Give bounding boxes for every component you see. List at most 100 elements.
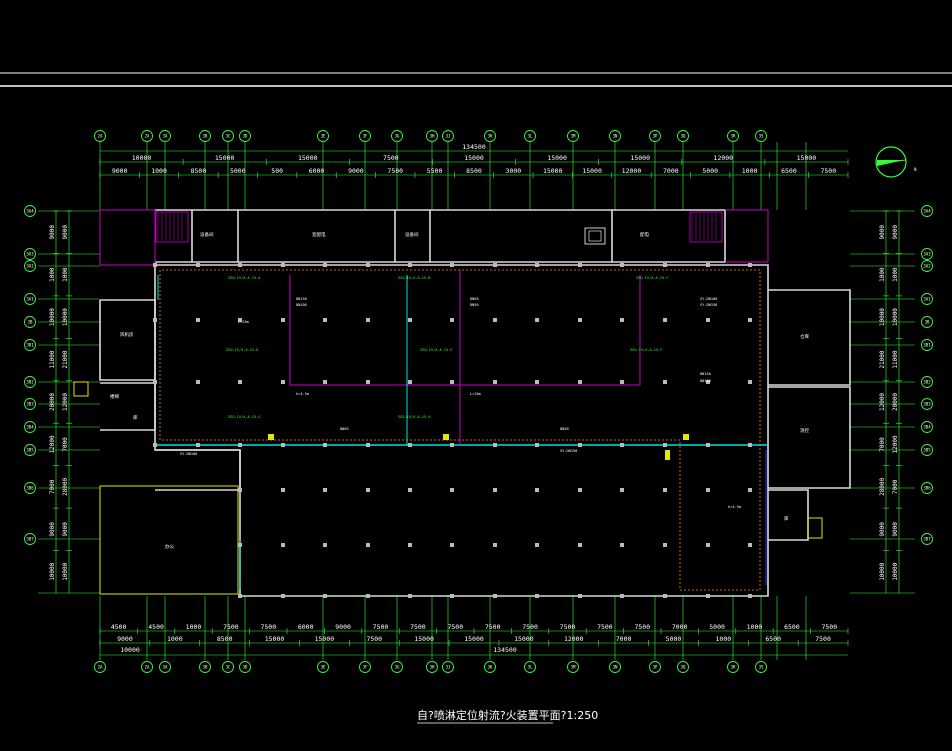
top-dim-row1-value-3: 7500	[383, 154, 399, 162]
column-78	[450, 543, 454, 547]
right-axis-bubble-4	[921, 316, 933, 328]
left-axis-bubble-label-0: 3A4	[26, 209, 34, 214]
top-dim-row1-value-4: 15000	[464, 154, 484, 162]
top-axis-bubble-13	[567, 130, 579, 142]
column-68	[578, 488, 582, 492]
top-dim-row2-value-4: 500	[271, 167, 283, 175]
column-22	[450, 318, 454, 322]
right-dim-inner-value-8: 10000	[892, 562, 899, 580]
top-dim-row2-value-0: 9000	[112, 167, 128, 175]
bottom-axis-bubble-label-15: 3P	[653, 665, 658, 670]
column-56	[620, 443, 624, 447]
column-80	[535, 543, 539, 547]
left-dim-inner-value-0: 9000	[62, 225, 69, 240]
column-14	[748, 263, 752, 267]
bottom-dim-row2-value-13: 6500	[765, 635, 781, 643]
column-11	[620, 263, 624, 267]
room-label-0: 设备间	[200, 231, 214, 238]
top-axis-bubble-label-17: 3R	[731, 134, 736, 139]
top-dim-row1-value-7: 12000	[714, 154, 734, 162]
right-axis-bubble-label-1: 3A3	[923, 252, 931, 257]
top-dim-row1-value-6: 15000	[630, 154, 650, 162]
column-27	[663, 318, 667, 322]
pipe-note-13: SY-DN150	[560, 449, 577, 453]
left-axis-bubble-label-6: 3B2	[26, 380, 34, 385]
left-dim-outer-value-2: 10000	[49, 308, 56, 326]
bottom-dim-row2-value-0: 9000	[117, 635, 133, 643]
stair-hatches	[155, 211, 723, 243]
sprinkler-tag-6: ZSQ-IV/4-A-15-G	[228, 415, 260, 419]
column-72	[748, 488, 752, 492]
left-dim-outer-value-3: 11000	[49, 350, 56, 368]
right-dim-inner-value-3: 11000	[892, 350, 899, 368]
column-24	[535, 318, 539, 322]
pipe-note-6: h=4.5m	[296, 392, 309, 396]
pipe-note-10: DN65	[340, 427, 349, 431]
left-dim-outer-value-5: 12000	[49, 435, 56, 453]
sprinkler-tag-4: ZSQ-IV/4-A-15-E	[420, 348, 452, 352]
top-dim-row2-value-10: 3000	[506, 167, 522, 175]
column-6	[408, 263, 412, 267]
top-axis-bubble-11	[484, 130, 496, 142]
bottom-axis-bubble-label-1: 2A	[145, 665, 150, 670]
right-axis-bubble-label-10: 3B6	[923, 486, 931, 491]
bottom-dim-row2-value-11: 5000	[666, 635, 682, 643]
column-66	[493, 488, 497, 492]
column-65	[450, 488, 454, 492]
right-dim-outer-value-7: 9000	[879, 522, 886, 537]
column-69	[620, 488, 624, 492]
column-60	[238, 488, 242, 492]
column-16	[196, 318, 200, 322]
column-1	[196, 263, 200, 267]
device-marker-4	[665, 450, 670, 460]
top-dim-row2-value-17: 6500	[781, 167, 797, 175]
right-dim-outer-value-2: 10000	[879, 308, 886, 326]
bottom-axis-bubble-4	[222, 661, 234, 673]
bottom-dim-row2-value-1: 1000	[167, 635, 183, 643]
top-axis-bubble-17	[727, 130, 739, 142]
column-54	[535, 443, 539, 447]
column-51	[408, 443, 412, 447]
column-93	[535, 594, 539, 598]
top-axis-bubble-label-9: 3H	[430, 134, 435, 139]
right-dim-outer-value-6: 28000	[879, 477, 886, 495]
left-axis-bubble-11	[24, 533, 36, 545]
magenta-loop-top	[289, 275, 641, 386]
east-room3-wall	[768, 489, 809, 541]
column-94	[578, 594, 582, 598]
column-91	[450, 594, 454, 598]
north-wing-wall	[155, 209, 613, 263]
left-axis-bubble-0	[24, 205, 36, 217]
right-axis-bubble-1	[921, 248, 933, 260]
bottom-axis-bubble-3	[199, 661, 211, 673]
column-30	[153, 380, 157, 384]
column-9	[535, 263, 539, 267]
column-67	[535, 488, 539, 492]
right-axis-bubble-8	[921, 421, 933, 433]
top-axis-bubble-16	[677, 130, 689, 142]
left-axis-bubble-label-2: 3A2	[26, 264, 34, 269]
right-dimension-chain: 9000100010000210001200070002800090001000…	[879, 210, 902, 593]
right-dim-inner-value-7: 9000	[892, 522, 899, 537]
column-58	[706, 443, 710, 447]
pipe-note-12: SY-DN100	[180, 452, 197, 456]
top-dim-row1-value-0: 10000	[132, 154, 152, 162]
column-82	[620, 543, 624, 547]
left-dim-outer-value-1: 1000	[49, 267, 56, 282]
top-axis-bubble-14	[609, 130, 621, 142]
right-dim-outer-value-1: 1000	[879, 267, 886, 282]
bottom-axis-bubble-0	[94, 661, 106, 673]
equipment-box-inner	[588, 230, 602, 242]
bottom-dim-row2-value-2: 8500	[217, 635, 233, 643]
top-axis-bubble-label-7: 3F	[363, 134, 368, 139]
column-41	[620, 380, 624, 384]
top-axis-bubble-label-13: 3M	[571, 134, 576, 139]
column-44	[748, 380, 752, 384]
top-axis-bubble-label-1: 2A	[145, 134, 150, 139]
top-axis-bubble-label-14: 3N	[613, 134, 618, 139]
right-axis-bubble-10	[921, 482, 933, 494]
right-dim-outer-value-8: 10000	[879, 562, 886, 580]
